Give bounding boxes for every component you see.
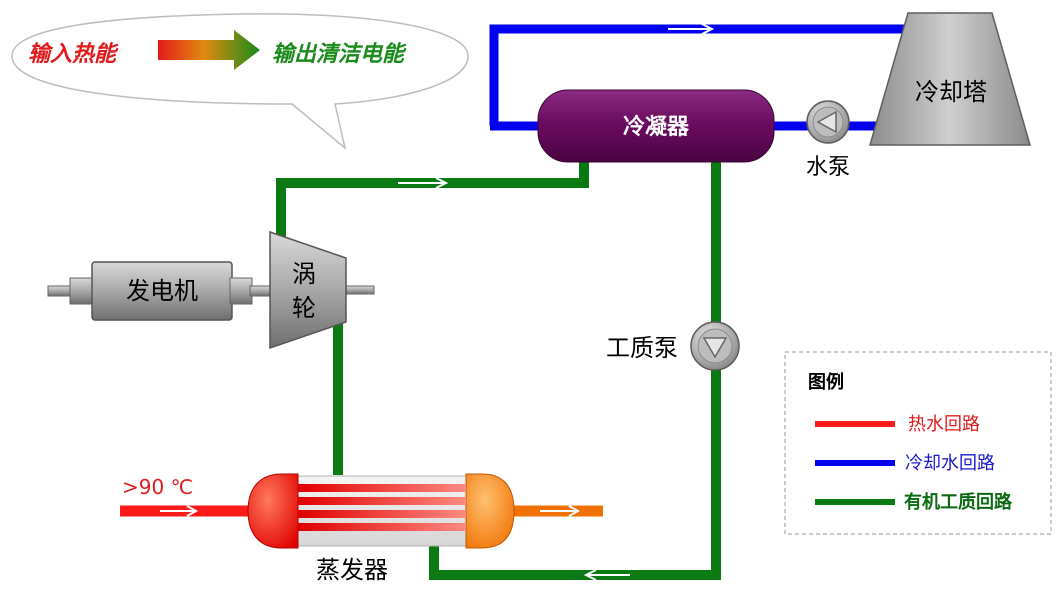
- input-heat-text: 输入热能: [28, 41, 119, 67]
- legend-title: 图例: [808, 371, 844, 393]
- evaporator-left-head: [247, 473, 299, 549]
- legend-item-hot-water: 热水回路: [815, 414, 980, 435]
- flow-arrow-upper: [398, 177, 449, 189]
- callout-shape: [11, 13, 469, 150]
- legend-label-cooling-water: 冷却水回路: [905, 453, 995, 474]
- tube-3: [298, 510, 466, 518]
- flow-arrow-bottom: [583, 569, 630, 581]
- condenser-label: 冷凝器: [623, 114, 690, 140]
- condenser: 冷凝器: [537, 89, 775, 163]
- tube-1: [298, 484, 466, 492]
- evaporator-right-head: [465, 473, 515, 549]
- turbine: 涡轮 涡 轮: [269, 230, 375, 350]
- legend-label-organic-fluid: 有机工质回路: [904, 491, 1013, 513]
- flow-arrow-outlet: [540, 505, 581, 517]
- flow-arrow-inlet: [160, 505, 199, 517]
- generator-label: 发电机: [126, 277, 198, 305]
- flow-arrow-top: [668, 23, 715, 35]
- evaporator-label: 蒸发器: [316, 556, 388, 584]
- legend-item-organic-fluid: 有机工质回路: [815, 491, 1013, 513]
- generator: 发电机: [47, 261, 275, 321]
- hot-water-loop: [120, 505, 603, 517]
- cooling-tower-label: 冷却塔: [915, 78, 987, 106]
- evaporator: 蒸发器: [247, 473, 515, 584]
- working-fluid-pump-label: 工质泵: [606, 334, 678, 362]
- working-fluid-pump: 工质泵: [606, 321, 740, 371]
- legend: 图例 热水回路 冷却水回路 有机工质回路: [784, 351, 1052, 535]
- tube-2: [298, 497, 466, 505]
- inlet-temp-label: >90 ℃: [122, 475, 193, 499]
- water-pump-label: 水泵: [806, 155, 850, 180]
- tube-4: [298, 523, 466, 531]
- legend-label-hot-water: 热水回路: [908, 414, 980, 435]
- pump-arrow-icon: [816, 110, 837, 134]
- water-pump: 水泵: [806, 100, 850, 180]
- legend-item-cooling-water: 冷却水回路: [815, 453, 995, 474]
- output-power-text: 输出清洁电能: [272, 41, 407, 67]
- pump-arrow-down-icon: [702, 337, 728, 359]
- gradient-arrow: [158, 30, 260, 70]
- turbine-char-1: 涡: [292, 260, 316, 288]
- callout-bubble: 输入热能 输出清洁电能: [11, 13, 469, 150]
- cooling-tower: 冷却塔: [869, 12, 1031, 146]
- turbine-char-2: 轮: [292, 294, 316, 322]
